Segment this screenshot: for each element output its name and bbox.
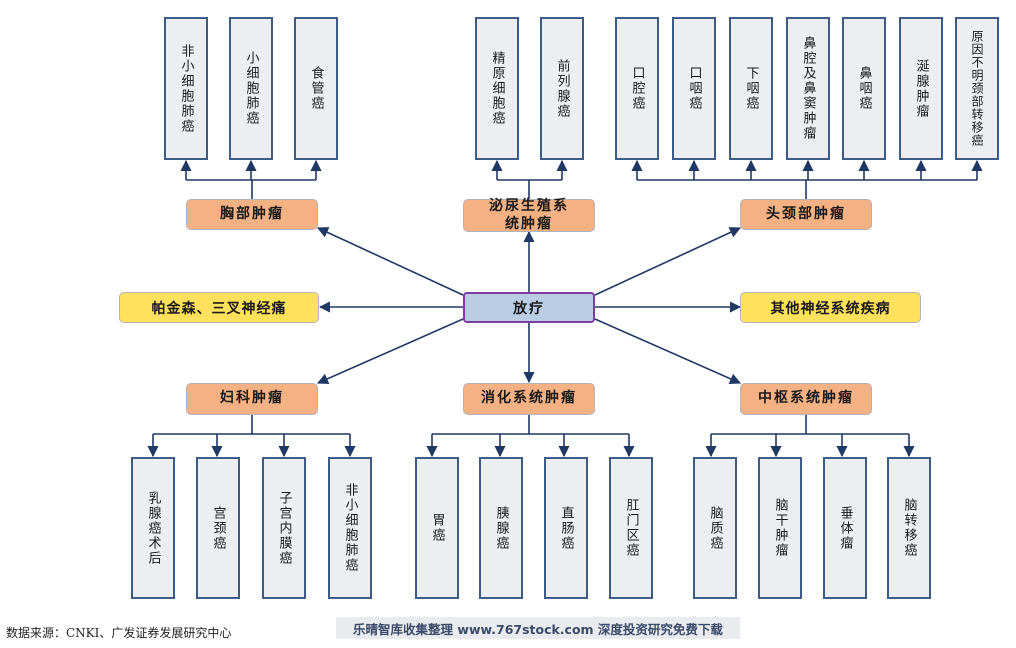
leaf-hn-hypopharynx: 下咽癌	[729, 17, 773, 160]
leaf-hn-salivary: 涎腺肿瘤	[899, 17, 943, 160]
leaf-gyn-nsclc: 非小细胞肺癌	[328, 457, 372, 599]
leaf-chest-sclc: 小细胞肺癌	[229, 17, 273, 160]
category-head-neck-tumor: 头颈部肿瘤	[740, 199, 872, 230]
side-other-neuro-disease: 其他神经系统疾病	[740, 292, 921, 323]
edge-center-cns	[594, 318, 742, 385]
data-source-note: 数据来源：CNKI、广发证券发展研究中心	[6, 626, 232, 640]
leaf-cns-brain-metastasis: 脑转移癌	[887, 457, 931, 599]
leaf-label: 鼻腔及鼻窦肿瘤	[800, 36, 816, 141]
category-label: 消化系统肿瘤	[481, 390, 577, 407]
edge-center-gyn	[316, 318, 464, 385]
leaf-hn-oropharynx: 口咽癌	[672, 17, 716, 160]
leaf-label: 垂体瘤	[837, 505, 853, 551]
leaf-label: 口腔癌	[629, 66, 645, 111]
leaf-label: 口咽癌	[686, 66, 702, 111]
leaf-chest-esophageal: 食管癌	[294, 17, 338, 160]
leaf-label: 非小细胞肺癌	[178, 43, 194, 134]
watermark-banner: 乐晴智库收集整理 www.767stock.com 深度投资研究免费下载	[336, 617, 740, 639]
leaf-label: 直肠癌	[558, 505, 574, 551]
leaf-urogenital-prostate: 前列腺癌	[540, 17, 584, 160]
leaf-hn-unknown-primary: 原因不明颈部转移癌	[955, 17, 999, 160]
center-node-radiotherapy: 放疗	[463, 292, 595, 323]
leaf-hn-nasopharynx: 鼻咽癌	[842, 17, 886, 160]
leaf-dig-gastric: 胃癌	[415, 457, 459, 599]
leaf-dig-rectal: 直肠癌	[544, 457, 588, 599]
leaf-label: 胰腺癌	[493, 505, 509, 551]
leaf-label: 脑干肿瘤	[772, 498, 788, 558]
leaf-dig-pancreatic: 胰腺癌	[479, 457, 523, 599]
leaf-label: 脑转移癌	[901, 498, 917, 558]
leaf-gyn-breast-postop: 乳腺癌术后	[131, 457, 175, 599]
leaf-label: 精原细胞癌	[489, 51, 505, 126]
leaf-label: 原因不明颈部转移癌	[970, 30, 984, 147]
leaf-label: 宫颈癌	[210, 505, 226, 551]
leaf-label: 非小细胞肺癌	[342, 483, 358, 573]
category-cns-tumor: 中枢系统肿瘤	[740, 383, 872, 415]
leaf-cns-brainstem: 脑干肿瘤	[758, 457, 802, 599]
leaf-hn-nasal-sinus: 鼻腔及鼻窦肿瘤	[786, 17, 830, 160]
side-label: 帕金森、三叉神经痛	[151, 300, 287, 317]
category-label: 胸部肿瘤	[220, 205, 284, 222]
leaf-label: 胃癌	[429, 513, 445, 543]
edge-center-headneck	[594, 227, 742, 296]
category-urogenital-tumor: 泌尿生殖系 统肿瘤	[463, 198, 595, 232]
center-label: 放疗	[513, 300, 545, 317]
leaf-label: 鼻咽癌	[856, 66, 872, 111]
leaf-label: 子宫内膜癌	[276, 490, 292, 566]
leaf-label: 涎腺肿瘤	[913, 58, 929, 119]
category-label: 泌尿生殖系 统肿瘤	[489, 198, 569, 232]
category-chest-tumor: 胸部肿瘤	[186, 199, 318, 230]
category-label: 妇科肿瘤	[220, 390, 284, 407]
edge-center-chest	[316, 227, 464, 296]
leaf-cns-brain-parenchyma: 脑质癌	[693, 457, 737, 599]
leaf-dig-anal: 肛门区癌	[609, 457, 653, 599]
side-parkinson-trigeminal: 帕金森、三叉神经痛	[119, 292, 319, 323]
leaf-label: 脑质癌	[707, 505, 723, 551]
category-gynecologic-tumor: 妇科肿瘤	[186, 383, 318, 415]
leaf-label: 食管癌	[308, 66, 324, 111]
leaf-cns-pituitary: 垂体瘤	[823, 457, 867, 599]
leaf-urogenital-seminoma: 精原细胞癌	[475, 17, 519, 160]
leaf-label: 肛门区癌	[623, 498, 639, 558]
leaf-label: 乳腺癌术后	[145, 490, 161, 566]
leaf-label: 前列腺癌	[554, 58, 570, 119]
leaf-chest-nsclc: 非小细胞肺癌	[164, 17, 208, 160]
leaf-label: 下咽癌	[743, 66, 759, 111]
leaf-label: 小细胞肺癌	[243, 51, 259, 126]
leaf-hn-oral: 口腔癌	[615, 17, 659, 160]
leaf-gyn-endometrial: 子宫内膜癌	[262, 457, 306, 599]
category-label: 中枢系统肿瘤	[758, 390, 854, 407]
leaf-gyn-cervical: 宫颈癌	[196, 457, 240, 599]
side-label: 其他神经系统疾病	[770, 300, 891, 317]
category-label: 头颈部肿瘤	[766, 205, 846, 222]
category-digestive-tumor: 消化系统肿瘤	[463, 383, 595, 415]
